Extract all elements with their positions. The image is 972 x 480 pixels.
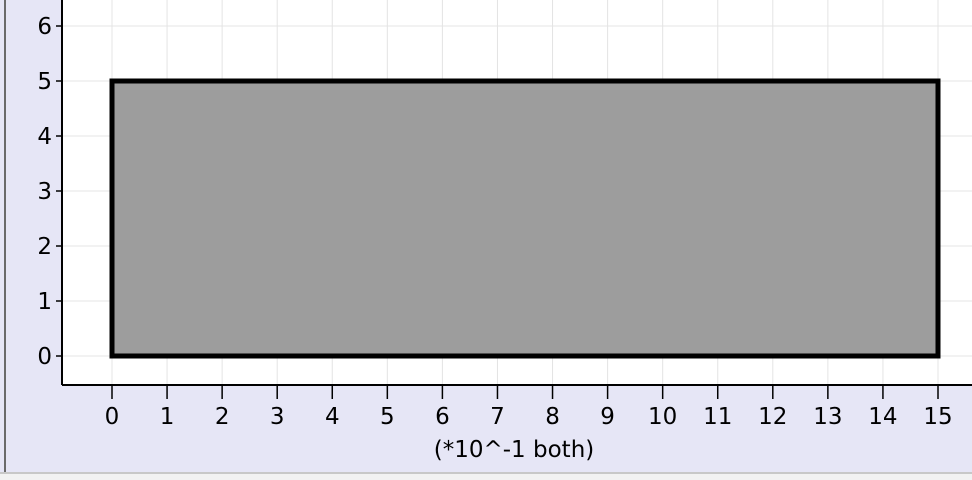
x-tick-label: 13: [813, 404, 842, 430]
x-tick-label: 1: [160, 404, 175, 430]
x-tick-label: 11: [703, 404, 732, 430]
x-tick-label: 6: [435, 404, 450, 430]
x-tick-label: 9: [600, 404, 615, 430]
x-tick-label: 5: [380, 404, 395, 430]
x-tick-label: 12: [758, 404, 787, 430]
x-tick-label: 4: [325, 404, 340, 430]
y-ticks: 0 1 2 3 4 5 6: [37, 14, 62, 370]
x-tick-label: 10: [648, 404, 677, 430]
x-axis-label: (*10^-1 both): [434, 437, 595, 463]
x-tick-label: 15: [923, 404, 952, 430]
y-tick-label: 0: [37, 344, 52, 370]
x-tick-label: 3: [270, 404, 285, 430]
shape-layer: [109, 78, 941, 359]
filled-region: [109, 78, 941, 359]
y-tick-label: 4: [37, 124, 52, 150]
x-tick-label: 8: [545, 404, 560, 430]
y-tick-label: 6: [37, 14, 52, 40]
window-bottom-strip: [0, 472, 972, 480]
x-tick-label: 14: [868, 404, 897, 430]
x-tick-label: 2: [215, 404, 230, 430]
y-tick-label: 2: [37, 234, 52, 260]
x-tick-label: 0: [105, 404, 120, 430]
y-tick-label: 5: [37, 69, 52, 95]
axes: [61, 0, 972, 386]
y-tick-label: 1: [37, 289, 52, 315]
window-left-border: [4, 0, 6, 472]
y-tick-label: 3: [37, 179, 52, 205]
x-tick-label: 7: [490, 404, 505, 430]
